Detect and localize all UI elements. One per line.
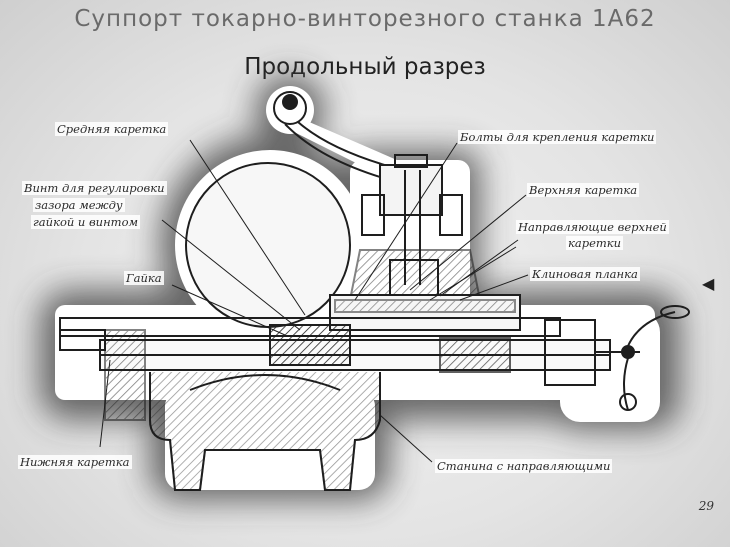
label-lower-carriage: Нижняя каретка [18, 455, 132, 469]
pointer-arrow-icon: ◀ [702, 274, 715, 293]
label-guides-line1: Направляющие верхней [516, 220, 669, 234]
label-gib: Клиновая планка [530, 267, 640, 281]
label-bolts: Болты для крепления каретки [458, 130, 657, 144]
leader-lines [99, 139, 529, 463]
page-number: 29 [698, 499, 714, 513]
label-middle-carriage: Средняя каретка [55, 122, 169, 136]
page-title: Суппорт токарно-винторезного станка 1А62 [74, 6, 656, 32]
label-adjust-screw-line3: гайкой и винтом [31, 215, 141, 229]
label-bed: Станина с направляющими [435, 459, 613, 473]
label-adjust-screw-line1: Винт для регулировки [22, 181, 167, 195]
label-nut: Гайка [124, 271, 164, 285]
label-upper-carriage: Верхняя каретка [527, 183, 640, 197]
label-guides-line2: каретки [566, 236, 624, 250]
machine-outline [59, 91, 690, 491]
label-adjust-screw-line2: зазора между [33, 198, 125, 212]
